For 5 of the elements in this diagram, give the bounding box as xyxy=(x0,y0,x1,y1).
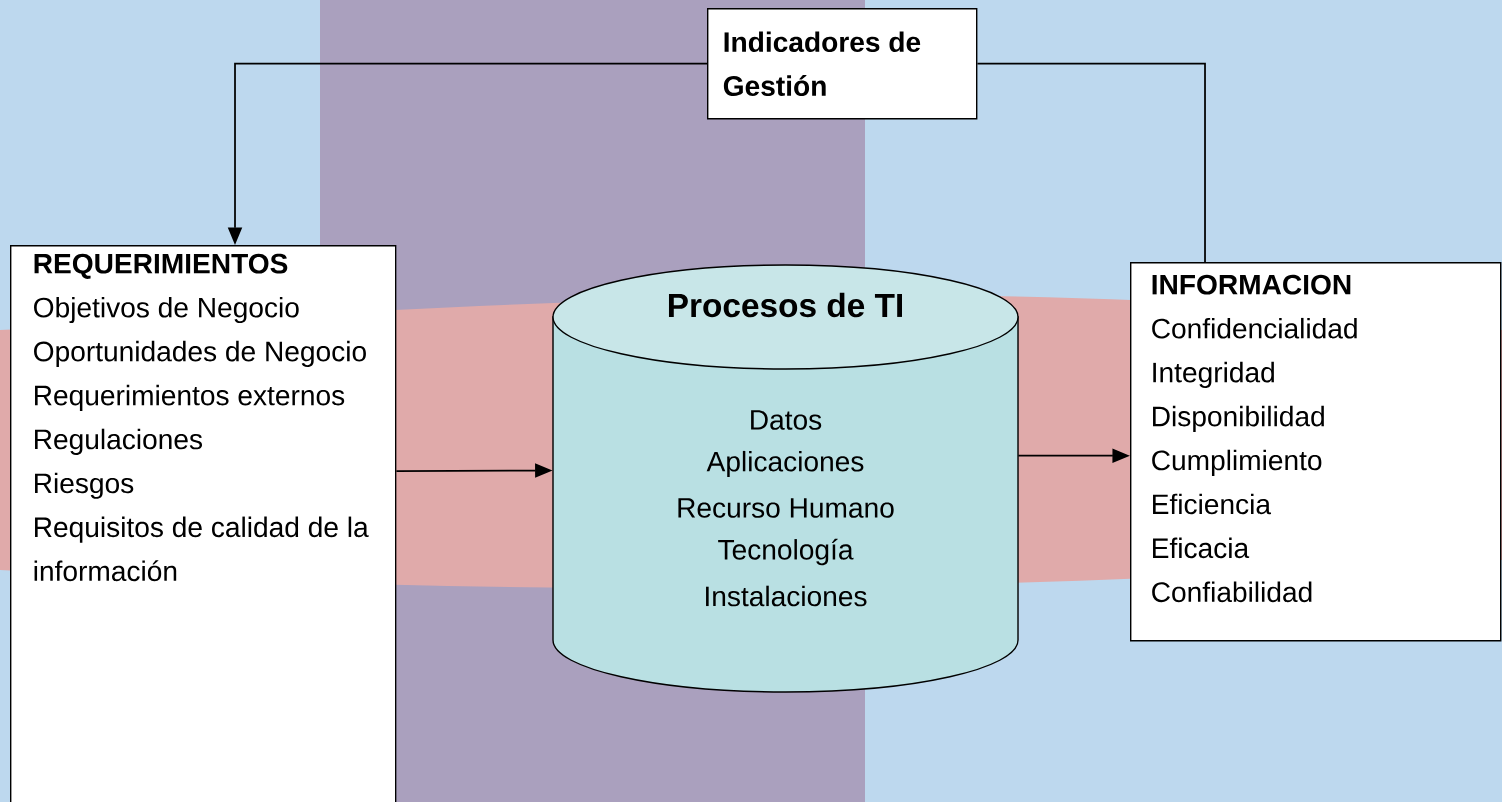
text-box: Indicadores de Gestión xyxy=(707,8,978,120)
text-box: INFORMACION Confidencialidad Integridad Disponibilidad Cumplimiento Eficiencia Eficacia Confiabilidad xyxy=(1130,262,1502,642)
cylinder: Procesos de TI Datos Aplicaciones Recurso Humano Tecnología Instalaciones xyxy=(552,264,1019,693)
node-label: Procesos de TI xyxy=(668,292,902,318)
text-box: REQUERIMIENTOS Objetivos de Negocio Oportunidades de Negocio Requerimientos externos Regulaciones Riesgos Requisitos de calidad de la información xyxy=(10,245,397,802)
